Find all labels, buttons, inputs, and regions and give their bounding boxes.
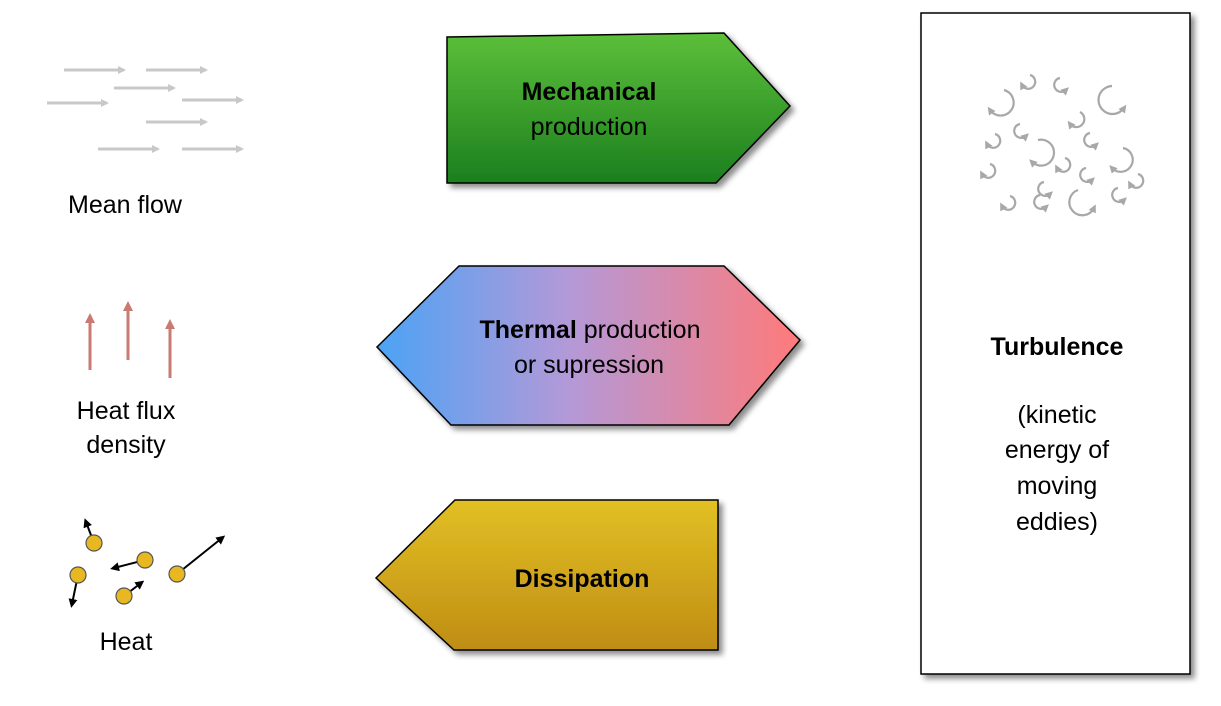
mechanical-production-arrow: Mechanical production [446,32,792,184]
mechanical-arrow-label: production [531,113,648,141]
thermal-arrow-label-part: production [577,316,701,344]
mechanical-arrow-bold-label: Mechanical [522,78,657,106]
turbulence-desc-line4: eddies) [1016,508,1098,536]
turbulence-box: Turbulence (kinetic energy of moving edd… [920,12,1191,675]
turbulence-desc-line1: (kinetic [1017,401,1096,429]
heat-flux-label-line1: Heat flux [77,397,176,425]
dissipation-arrow-label: Dissipation [515,565,650,593]
heat-label: Heat [100,628,153,656]
eddies-icon [980,73,1145,217]
thermal-arrow-bold-label: Thermal [480,316,577,344]
heat-flux-label-line2: density [86,431,166,459]
thermal-arrow-line1: Thermal production [480,316,701,344]
turbulence-desc-line2: energy of [1005,436,1109,464]
dissipation-arrow: Dissipation [374,499,719,651]
turbulence-desc-line3: moving [1017,472,1098,500]
thermal-production-arrow: Thermal production or supression [375,265,802,426]
heat-particles-icon [68,518,226,608]
mean-flow-label: Mean flow [68,191,183,219]
thermal-arrow-line2: or supression [514,351,664,379]
mean-flow-arrows-icon [47,66,244,153]
turbulence-title: Turbulence [991,333,1124,361]
heat-flux-arrows-icon [85,301,175,378]
